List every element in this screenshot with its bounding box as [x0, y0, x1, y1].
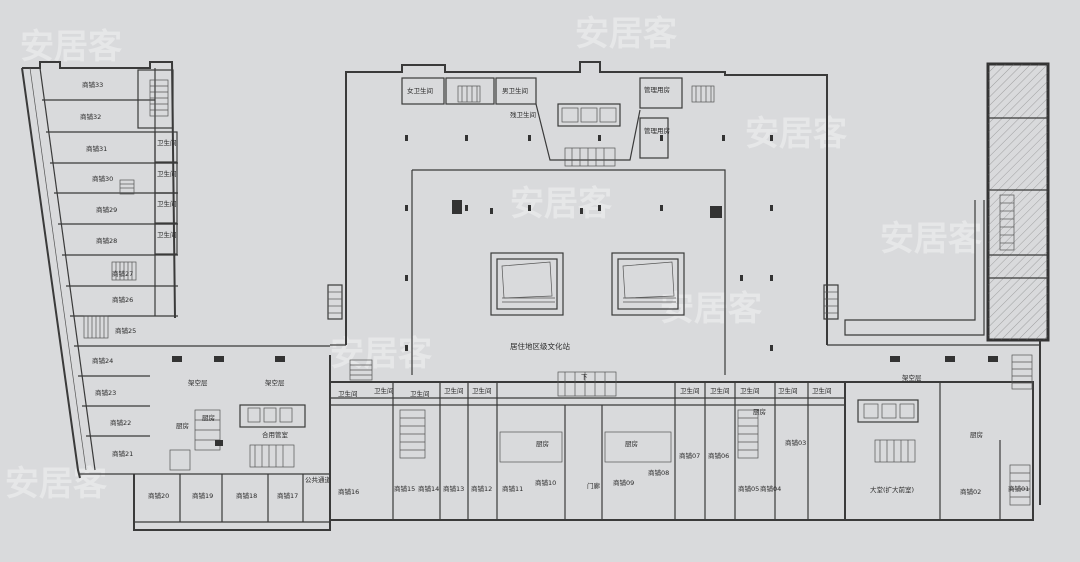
shop-02-label: 商铺02: [960, 487, 981, 496]
watermark-5: 安居客: [880, 219, 982, 259]
shop-22-label: 商铺22: [110, 418, 131, 427]
culture-station-label: 居住地区级文化站: [510, 341, 570, 351]
shop-20-label: 商铺20: [148, 491, 169, 500]
shop-33-label: 商铺33: [82, 80, 103, 89]
bottom-left-block: 商铺20 商铺19 商铺18 商铺17 公共通道 商铺16 架空层 架空层 厨房…: [80, 345, 359, 531]
kitchen-label-6: 厨房: [970, 430, 983, 439]
male-toilet-label: 男卫生间: [502, 86, 528, 95]
right-tower: [844, 62, 1050, 505]
wing-toilet-4: 卫生间: [157, 230, 177, 239]
left-wing-inner-edge: [29, 67, 87, 471]
shop-11-label: 商铺11: [502, 484, 523, 493]
shop-23-label: 商铺23: [95, 388, 116, 397]
shop-15-label: 商铺15: [394, 484, 415, 493]
shop-18-label: 商铺18: [236, 491, 257, 500]
female-toilet-label: 女卫生间: [407, 86, 433, 95]
shop-12-label: 商铺12: [471, 484, 492, 493]
shop-27-label: 商铺27: [112, 269, 133, 278]
shop-13-label: 商铺13: [443, 484, 464, 493]
shop-04-label: 商铺04: [760, 484, 781, 493]
hall-columns: [405, 135, 773, 351]
toilet-label-j: 卫生间: [812, 386, 832, 395]
bottom-left-outline: [133, 355, 331, 531]
right-block-outline: [844, 381, 1034, 521]
left-wing-top-wall: [22, 61, 176, 319]
shared-mgmt-label: 合用管室: [262, 430, 289, 439]
lobby-label: 大堂(扩大前室): [870, 485, 914, 494]
shop-09-label: 商铺09: [613, 478, 634, 487]
wing-toilet-3: 卫生间: [157, 199, 177, 208]
right-block: 架空层 大堂(扩大前室) 商铺02 商铺01 厨房: [844, 344, 1040, 521]
shop-03-label: 商铺03: [785, 438, 806, 447]
stilt-floor-label-1: 架空层: [188, 378, 208, 387]
shop-30-label: 商铺30: [92, 174, 113, 183]
down-marker-center: 下: [581, 373, 588, 381]
shop-07-label: 商铺07: [679, 451, 700, 460]
shop-06-label: 商铺06: [708, 451, 729, 460]
central-hall: 女卫生间 男卫生间 残卫生间 管理用房 管理用房: [327, 61, 845, 375]
kitchen-label-5: 厨房: [753, 407, 766, 416]
toilet-label-b: 卫生间: [374, 386, 394, 395]
shop-17-label: 商铺17: [277, 491, 298, 500]
public-passage-label: 公共通道: [305, 475, 332, 484]
mgmt-room-label-1: 管理用房: [644, 85, 670, 94]
shop-29-label: 商铺29: [96, 205, 117, 214]
left-wing-outer-wall: [21, 67, 81, 479]
watermark-2: 安居客: [575, 14, 677, 54]
shop-10-label: 商铺10: [535, 478, 556, 487]
shop-26-label: 商铺26: [112, 295, 133, 304]
wing-toilet-2: 卫生间: [157, 169, 177, 178]
watermark-1: 安居客: [20, 27, 122, 67]
kitchen-label-3: 厨房: [536, 439, 549, 448]
shop-21-label: 商铺21: [112, 449, 133, 458]
stilt-floor-label-2: 架空层: [265, 378, 285, 387]
shop-32-label: 商铺32: [80, 112, 101, 121]
shop-16-label: 商铺16: [338, 487, 359, 496]
toilet-label-i: 卫生间: [778, 386, 798, 395]
watermark-8: 安居客: [5, 464, 107, 504]
kitchen-label-4: 厨房: [625, 439, 638, 448]
bottom-center-outline: [329, 381, 846, 521]
shop-01-label: 商铺01: [1008, 484, 1029, 493]
toilet-label-f: 卫生间: [680, 386, 700, 395]
shop-28-label: 商铺28: [96, 236, 117, 245]
wing-toilet-1: 卫生间: [157, 138, 177, 147]
mgmt-room-label-2: 管理用房: [644, 126, 670, 135]
kitchen-label-1: 厨房: [202, 413, 215, 422]
toilet-label-h: 卫生间: [740, 386, 760, 395]
toilet-label-g: 卫生间: [710, 386, 730, 395]
shop-05-label: 商铺05: [738, 484, 759, 493]
watermark-4: 安居客: [510, 184, 612, 224]
left-wing-partitions: [42, 68, 178, 437]
stilt-floor-label-3: 架空层: [902, 373, 922, 382]
shop-19-label: 商铺19: [192, 491, 213, 500]
accessible-toilet-label: 残卫生间: [510, 110, 536, 119]
shop-31-label: 商铺31: [86, 144, 107, 153]
left-wing: 商铺33 商铺32 商铺31 商铺30 商铺29 商铺28 商铺27 商铺26 …: [21, 61, 178, 479]
corridor-label: 门廊: [587, 481, 601, 490]
shop-14-label: 商铺14: [418, 484, 439, 493]
watermarks: 安居客 安居客 安居客 安居客 安居客 安居客 安居客 安居客: [5, 14, 982, 504]
watermark-3: 安居客: [745, 114, 847, 154]
toilet-label-e: 卫生间: [472, 386, 492, 395]
toilet-label-a: 卫生间: [338, 389, 358, 398]
toilet-label-d: 卫生间: [444, 386, 464, 395]
kitchen-label-2: 厨房: [176, 421, 189, 430]
toilet-label-c: 卫生间: [410, 389, 430, 398]
shop-24-label: 商铺24: [92, 356, 113, 365]
central-hall-outline: [345, 61, 828, 345]
left-wing-shop-line: [39, 67, 96, 471]
shop-08-label: 商铺08: [648, 468, 669, 477]
shop-25-label: 商铺25: [115, 326, 136, 335]
left-wing-stairs: [83, 79, 169, 339]
bottom-center-shops: 卫生间 卫生间 卫生间 卫生间 卫生间 卫生间 卫生间 卫生间 卫生间 卫生间 …: [329, 359, 846, 521]
